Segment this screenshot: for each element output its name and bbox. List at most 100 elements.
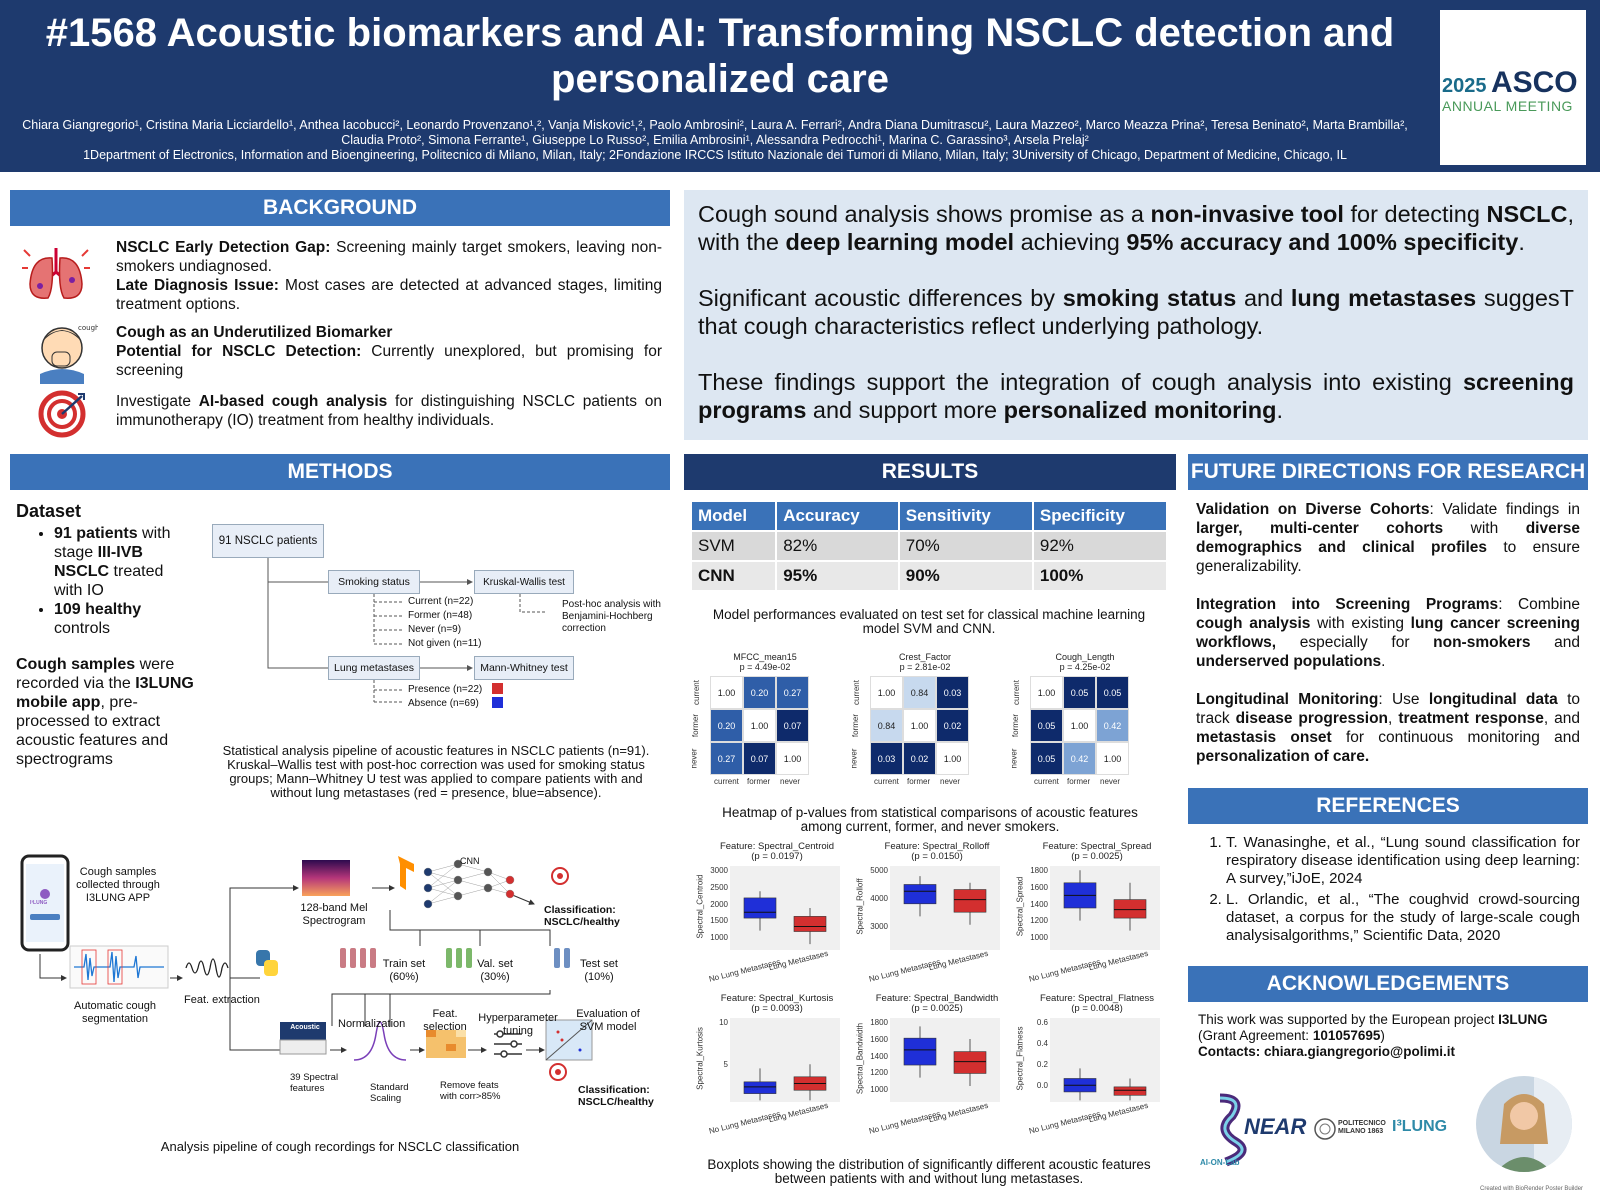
conclusion-3: These findings support the integration o… [698, 368, 1574, 424]
c1b: non-invasive tool [1150, 201, 1344, 227]
dataset-label: Dataset [16, 501, 82, 521]
boxplot-y-label: Spectral_Centroid [695, 874, 705, 939]
bg-item1-text2: Most cases are detected at advanced stag… [116, 277, 662, 313]
test-people-icon [554, 948, 570, 968]
f2t1: : Combine [1498, 596, 1580, 613]
boxplot-y-tick: 0.0 [1036, 1081, 1048, 1090]
heatmap-x-label: never [940, 777, 961, 786]
heatmap-cell: 0.27 [776, 676, 809, 709]
python-icon [256, 950, 278, 976]
ilung-logo: I³LUNG [1392, 1118, 1448, 1135]
db1t: with stage [54, 525, 171, 561]
heatmap-cell: 0.27 [710, 742, 743, 775]
asco-logo-sub: ANNUAL MEETING [1442, 98, 1573, 114]
boxplot-plot [730, 1018, 840, 1102]
table-cell: 95% [777, 562, 898, 590]
flow-connectors [267, 544, 546, 708]
boxplot-plot [1050, 1018, 1160, 1102]
flow-smoking: Smoking status [328, 570, 420, 594]
boxplot-y-label: Spectral_Bandwidth [855, 1022, 865, 1095]
pipe-normalization: Normalization [338, 1018, 406, 1030]
heatmap-x-label: never [780, 777, 801, 786]
f3t4: , and [1543, 710, 1580, 727]
f3t1: : Use [1378, 691, 1429, 708]
boxplot-y-tick: 3000 [870, 922, 888, 931]
c1g: achieving [1014, 229, 1127, 255]
flow-absence: Absence (n=69) [408, 698, 479, 709]
results-heading: RESULTS [684, 454, 1176, 490]
reference-item: L. Orlandic, et al., “The coughvid crowd… [1226, 891, 1580, 945]
boxplot-y-label: Spectral_Flatness [1015, 1026, 1025, 1091]
asco-logo-year: 2025 [1442, 75, 1487, 97]
boxplot-y-tick: 1600 [870, 1034, 888, 1044]
cdt1: were recorded via the [16, 656, 175, 692]
f2t2: with existing [1310, 615, 1411, 632]
pipe-std-scaling: Standard Scaling [370, 1082, 409, 1104]
heatmap-y-label: never [1009, 748, 1019, 769]
pipe-test: Test set (10%) [580, 958, 618, 983]
heatmap-cell: 1.00 [1063, 709, 1096, 742]
heatmap-y-label: never [689, 748, 699, 769]
c2b: smoking status [1062, 285, 1237, 311]
heatmap-cell: 0.05 [1096, 676, 1129, 709]
cnn-network-icon [423, 859, 515, 909]
coughing-person-icon: cough [40, 324, 98, 384]
author-list: Chiara Giangregorio¹, Cristina Maria Lic… [22, 118, 1408, 147]
box-body [793, 916, 827, 932]
background-item-2: Cough as an Underutilized Biomarker Pote… [116, 323, 662, 380]
ack-b1: I3LUNG [1498, 1012, 1548, 1027]
heatmap-cell: 0.07 [743, 742, 776, 775]
dataset-bullet-2: 109 healthy controls [54, 600, 196, 638]
table-row: SVM 82% 70% 92% [692, 532, 1166, 560]
c1a: Cough sound analysis shows promise as a [698, 201, 1151, 227]
boxplot-y-tick: 4000 [870, 894, 888, 903]
heatmap-cell: 1.00 [936, 742, 969, 775]
boxplot-4: Feature: Spectral_Kurtosis(p = 0.0093)10… [690, 994, 846, 1142]
heatmap-cell: 0.20 [710, 709, 743, 742]
heatmap-y-label: former [691, 713, 701, 738]
c3e: . [1276, 397, 1284, 423]
boxplot-2: Feature: Spectral_Rolloff(p = 0.0150)500… [850, 842, 1006, 990]
c3d: personalized monitoring [1003, 397, 1277, 423]
boxplot-y-tick: 3000 [710, 866, 728, 875]
boxplot-plot [890, 1018, 1000, 1102]
cdb1: Cough samples [16, 656, 136, 673]
heatmap-title: MFCC_mean15 [733, 652, 797, 662]
heatmap-cell: 1.00 [903, 709, 936, 742]
target-icon [38, 390, 86, 438]
boxplot-pvalue: (p = 0.0150) [911, 851, 963, 862]
classification-target-icon [551, 867, 569, 885]
flow-kruskal: Kruskal-Wallis test [474, 570, 574, 594]
pipe-eval: Evaluation of SVM model [576, 1008, 640, 1033]
ack-text: This work was supported by the European … [1198, 1012, 1584, 1060]
pipe-hyper: Hyperparameter tuning [478, 1012, 558, 1037]
boxplot-y-tick: 2500 [710, 882, 728, 892]
polimi-logo-text: POLITECNICO MILANO 1863 [1338, 1120, 1386, 1135]
heatmap-cell: 1.00 [710, 676, 743, 709]
header [0, 0, 1600, 172]
f2b: Integration into Screening Programs [1196, 596, 1499, 613]
absence-swatch [492, 697, 503, 708]
f1b3: diverse demographics and clinical profil… [1196, 520, 1580, 556]
conclusion-2: Significant acoustic differences by smok… [698, 284, 1574, 340]
flow-never: Never (n=9) [408, 624, 462, 635]
th-specificity: Specificity [1033, 502, 1166, 530]
th-sensitivity: Sensitivity [899, 502, 1032, 530]
heatmap-x-label: current [874, 777, 899, 786]
pipe-cnn: CNN [460, 856, 480, 866]
c3a: These findings support the integration o… [698, 369, 1463, 395]
reference-list: T. Wanasinghe, et al., “Lung sound class… [1190, 834, 1580, 948]
boxplot-y-tick: 1200 [1030, 916, 1048, 926]
cdb2: I3LUNG mobile app [16, 675, 194, 711]
box-body [743, 1081, 777, 1094]
db2b: 109 healthy [54, 601, 142, 618]
boxplot-y-label: Spectral_Rolloff [855, 878, 865, 935]
table-cell: SVM [692, 532, 776, 560]
box-body [903, 884, 937, 905]
ack-t3: ) [1380, 1028, 1385, 1043]
background-heading: BACKGROUND [10, 190, 670, 226]
heatmap-y-label: never [849, 748, 859, 769]
c1d: NSCLC [1486, 201, 1568, 227]
